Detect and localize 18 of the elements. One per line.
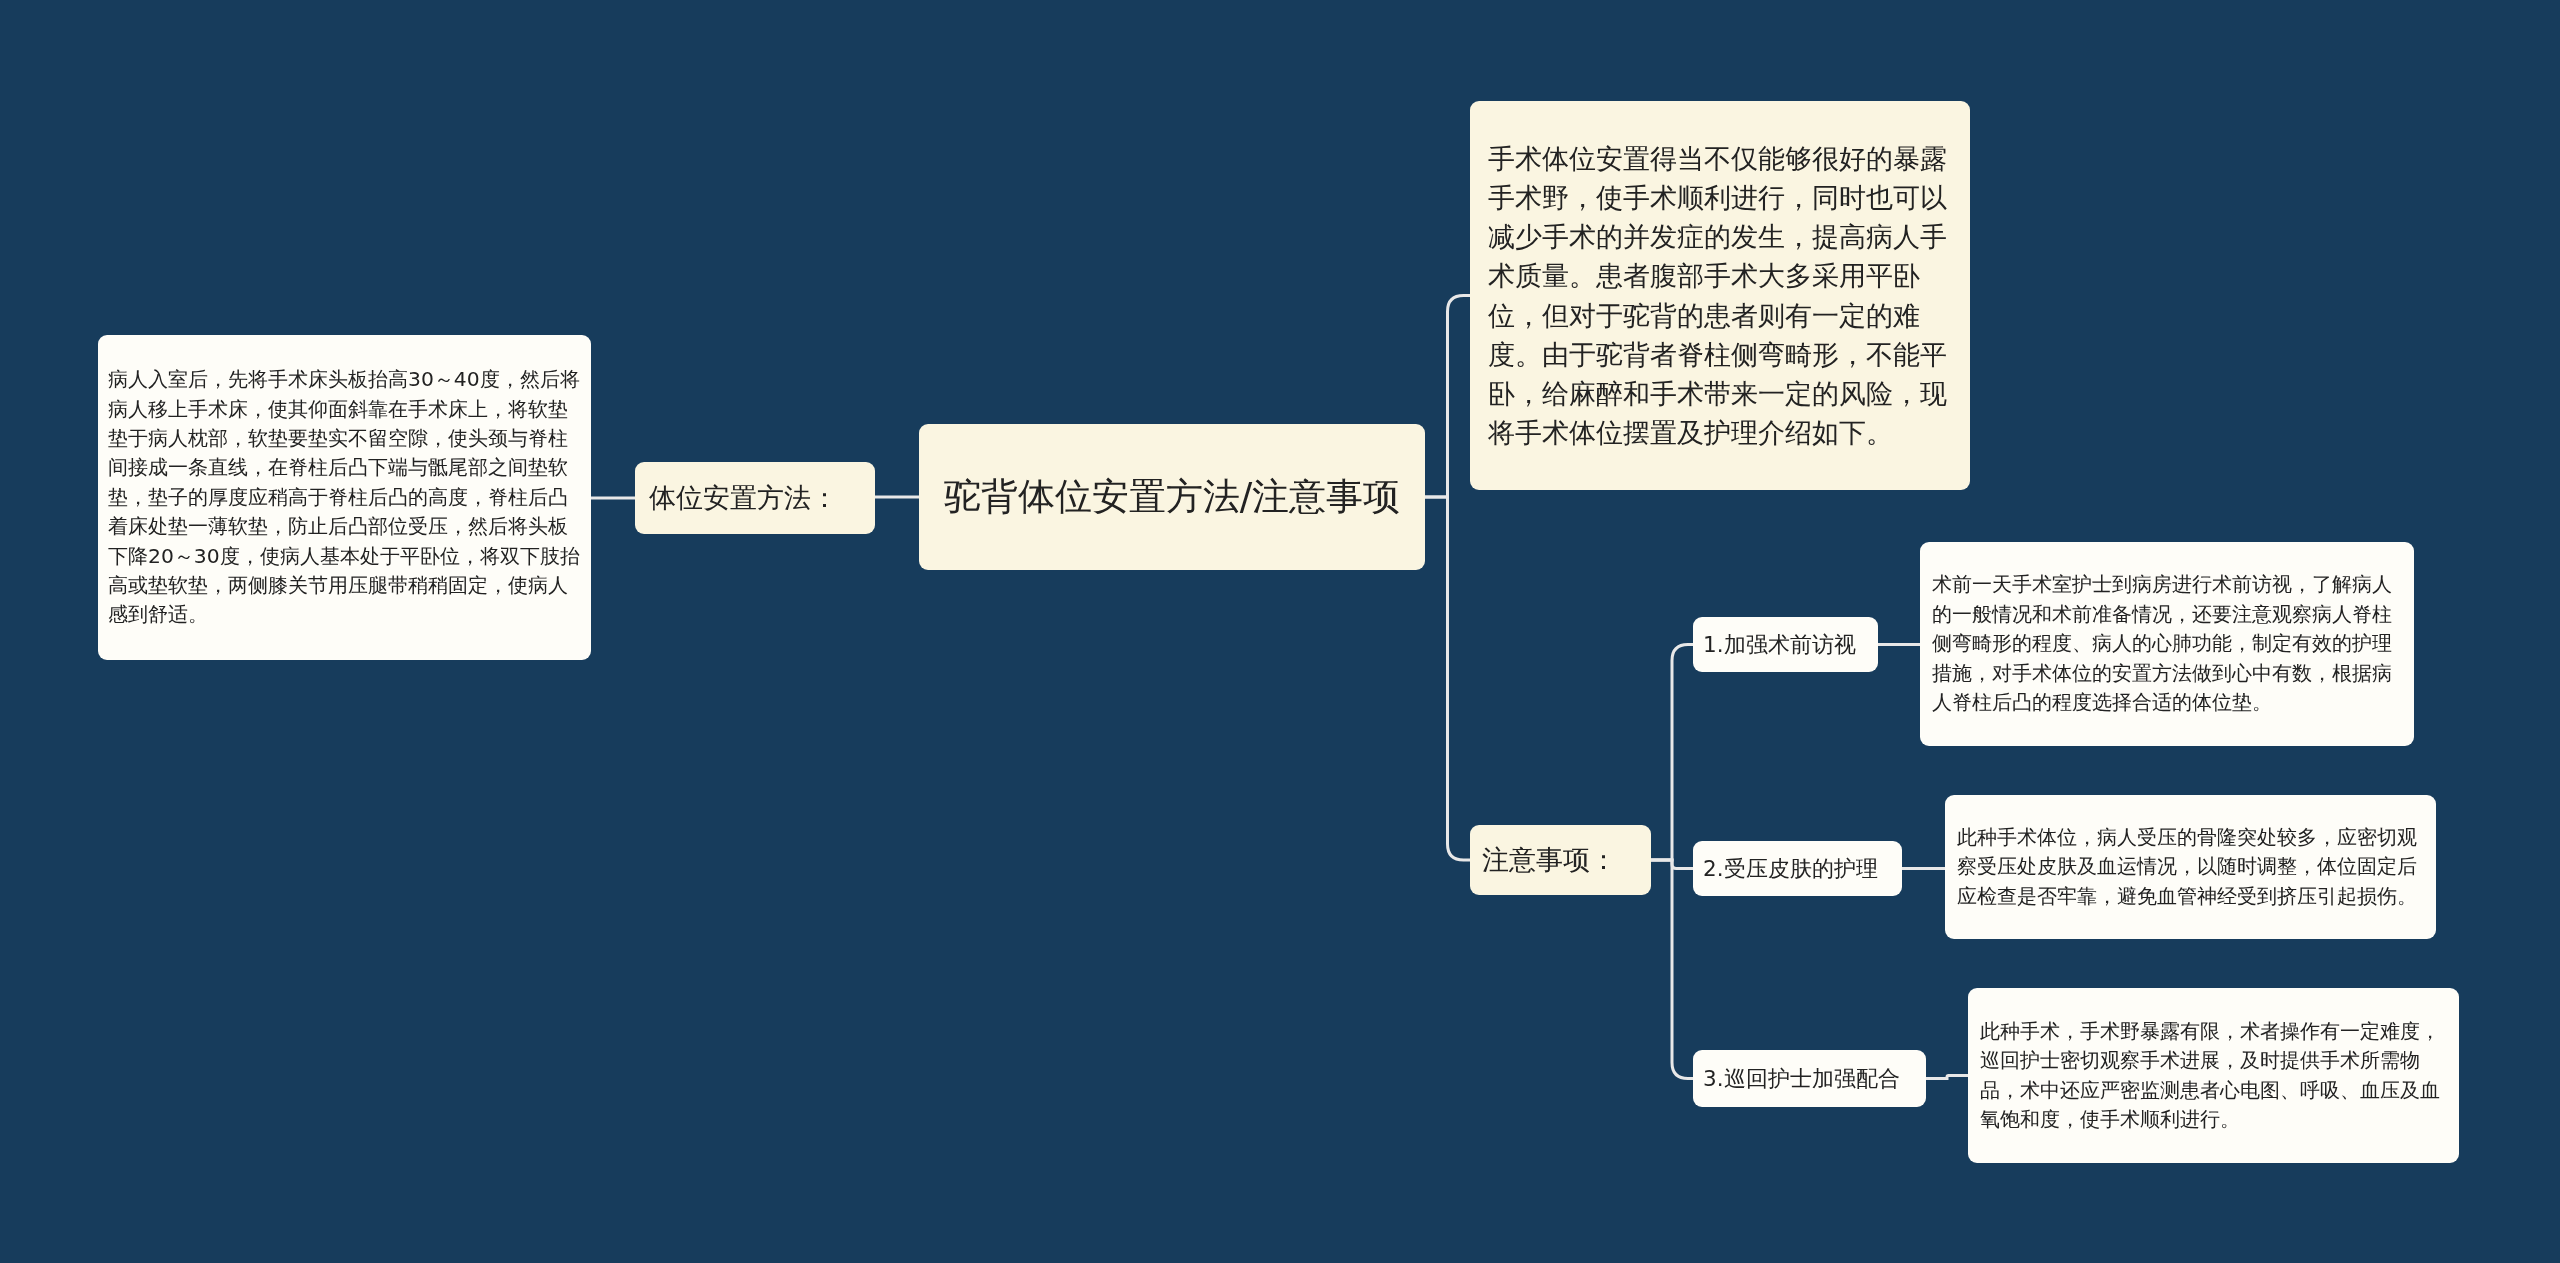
connector-line xyxy=(1651,858,1693,1080)
branch-box: 手术体位安置得当不仅能够很好的暴露手术野，使手术顺利进行，同时也可以减少手术的并发症的发生，提高病人手术质量。患者腹部手术大多采用平卧位，但对于驼背的患者则有一定的难度。由于驼背者脊柱侧弯畸形，不能平卧，给麻醉和手术带来一定的风险，现将手术体位摆置及护理介绍如下。 xyxy=(1470,101,1970,490)
connector-line xyxy=(875,495,919,499)
subtopic-box: 1.加强术前访视 xyxy=(1693,617,1878,672)
connector-line xyxy=(1425,495,1470,862)
topic-box: 驼背体位安置方法/注意事项 xyxy=(919,424,1425,570)
subtopic-box: 2.受压皮肤的护理 xyxy=(1693,841,1902,896)
connector-line xyxy=(1902,867,1945,870)
branch-box: 体位安置方法： xyxy=(635,462,875,534)
connector-line xyxy=(591,496,635,500)
subtopic-box: 3.巡回护士加强配合 xyxy=(1693,1050,1926,1107)
note-box: 此种手术体位，病人受压的骨隆突处较多，应密切观察受压处皮肤及血运情况，以随时调整，体位固定后应检查是否牢靠，避免血管神经受到挤压引起损伤。 xyxy=(1945,795,2436,939)
note-box: 病人入室后，先将手术床头板抬高30～40度，然后将病人移上手术床，使其仰面斜靠在手术床上，将软垫垫于病人枕部，软垫要垫实不留空隙，使头颈与脊柱间接成一条直线，在脊柱后凸下端与骶尾部之间垫软垫，垫子的厚度应稍高于脊柱后凸的高度，脊柱后凸着床处垫一薄软垫，防止后凸部位受压，然后将头板下降20～30度，使病人基本处于平卧位，将双下肢抬高或垫软垫，两侧膝关节用压腿带稍稍固定，使病人感到舒适。 xyxy=(98,335,591,660)
connector-line xyxy=(1878,643,1920,646)
note-box: 此种手术，手术野暴露有限，术者操作有一定难度，巡回护士密切观察手术进展，及时提供手术所需物品，术中还应严密监测患者心电图、呼吸、血压及血氧饱和度，使手术顺利进行。 xyxy=(1968,988,2459,1163)
branch-box: 注意事项： xyxy=(1470,825,1651,895)
note-box: 术前一天手术室护士到病房进行术前访视，了解病人的一般情况和术前准备情况，还要注意观察病人脊柱侧弯畸形的程度、病人的心肺功能，制定有效的护理措施，对手术体位的安置方法做到心中有数，根据病人脊柱后凸的程度选择合适的体位垫。 xyxy=(1920,542,2414,746)
connector-line xyxy=(1926,1074,1968,1080)
